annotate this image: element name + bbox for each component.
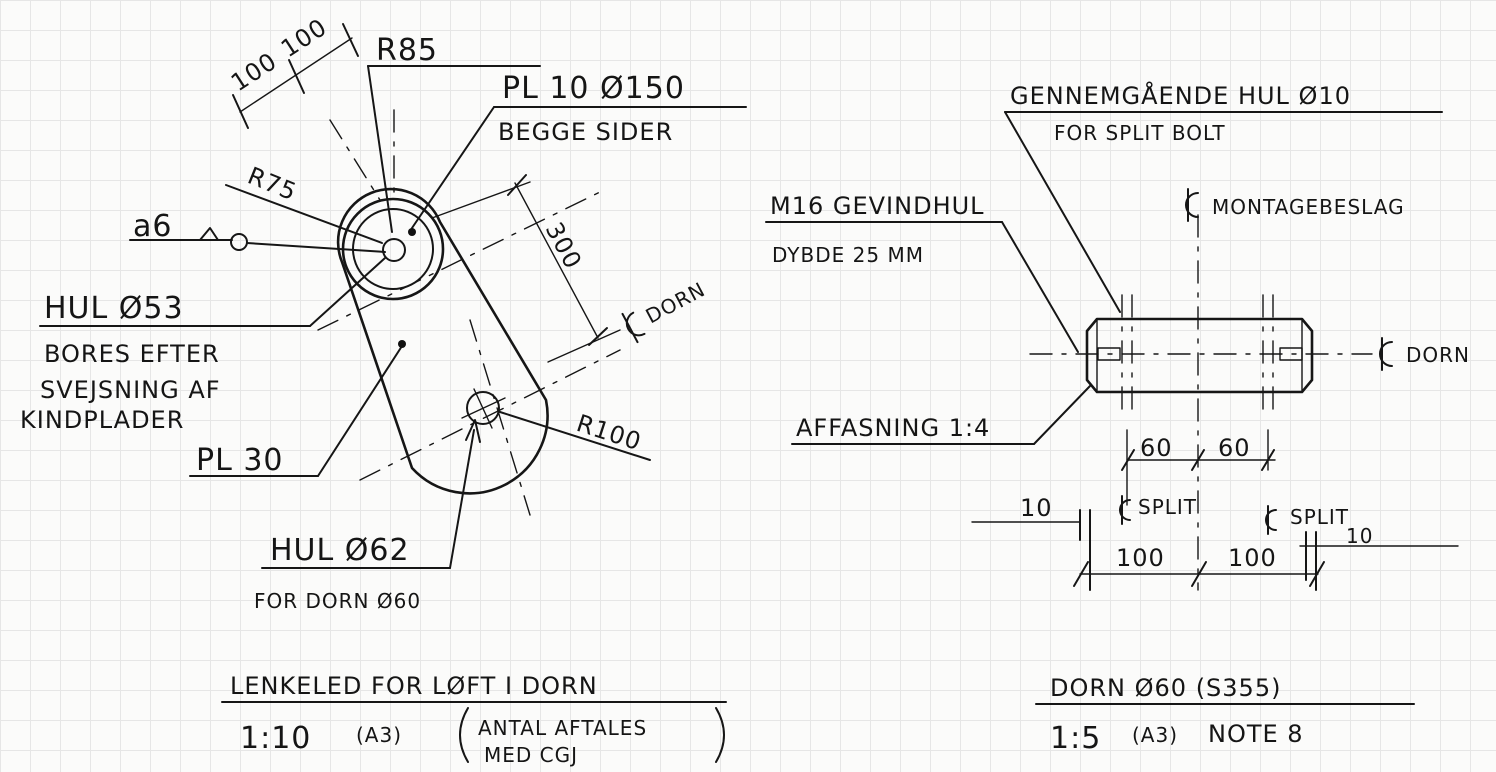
bores-line-3: KINDPLADER [20, 406, 184, 434]
right-scale: 1:5 [1050, 721, 1101, 756]
r85-label: R85 [376, 33, 438, 68]
r100-label: R100 [573, 409, 645, 456]
pin-outline [1085, 317, 1314, 394]
r85-leader [367, 65, 393, 233]
m16-leader [1001, 221, 1079, 353]
right-note: NOTE 8 [1208, 720, 1304, 748]
upper-hole [382, 238, 406, 262]
dim-100-right-a: 100 [1116, 544, 1165, 572]
dybde-label: DYBDE 25 MM [772, 243, 924, 267]
montage-label: MONTAGEBESLAG [1212, 195, 1405, 219]
radial-centerline [329, 119, 381, 201]
hul62-arrow [465, 419, 481, 443]
r100-leader [499, 411, 651, 461]
split-left-label: SPLIT [1138, 495, 1197, 519]
lower-vertical-centerline [469, 319, 531, 516]
threaded-hole-left [1097, 347, 1121, 361]
dim-300-line [514, 182, 599, 339]
right-title: DORN Ø60 (S355) [1050, 674, 1281, 702]
r75-leader [225, 184, 383, 244]
lower-hole-cross-b [473, 388, 493, 429]
for-dorn-label: FOR DORN Ø60 [254, 589, 421, 613]
dim-100-tick-a [232, 94, 249, 129]
weld-label: a6 [133, 209, 172, 244]
dim-100r-tick-c [1309, 561, 1325, 587]
dim-100r-tick-a [1073, 561, 1089, 587]
hul53-label: HUL Ø53 [44, 291, 184, 326]
begge-sider-label: BEGGE SIDER [498, 118, 673, 146]
lower-cross-centerline [359, 349, 621, 481]
threaded-hole-right [1279, 347, 1303, 361]
affas-leader [1033, 385, 1091, 445]
r75-label: R75 [244, 162, 301, 207]
weld-around-circle [230, 233, 248, 251]
m16-label: M16 GEVINDHUL [770, 192, 985, 220]
split-right-label: SPLIT [1290, 505, 1349, 529]
dim-100-tick-c [342, 23, 359, 57]
cl-dorn-label: DORN [642, 277, 710, 328]
cross-centerline [317, 191, 601, 331]
bores-line-2: SVEJSNING AF [40, 376, 221, 404]
gennem-leader [1004, 111, 1121, 313]
dim-100-b: 100 [276, 13, 332, 63]
dim-60-tick-a [1121, 449, 1135, 471]
left-title: LENKELED FOR LØFT I DORN [230, 672, 598, 700]
gennem-sub-label: FOR SPLIT BOLT [1054, 121, 1226, 145]
left-note-1: ANTAL AFTALES [478, 716, 647, 740]
weld-leader [246, 242, 386, 253]
lower-hole [466, 391, 500, 425]
dim-300-label: 300 [540, 218, 588, 274]
left-scale: 1:10 [240, 721, 311, 756]
left-note-paren-open [459, 707, 469, 763]
upper-boss-outer [341, 197, 445, 301]
pl10-leader [411, 106, 495, 229]
pl10-label: PL 10 Ø150 [502, 71, 685, 106]
affas-label: AFFASNING 1:4 [796, 414, 990, 442]
pl30-leader-dot [398, 340, 406, 348]
cl-dorn-line [547, 329, 621, 363]
right-sheet: (A3) [1132, 723, 1178, 747]
left-sheet: (A3) [356, 723, 402, 747]
bores-line-1: BORES EFTER [44, 340, 220, 368]
cl-split-left-symbol [1119, 495, 1131, 525]
dim-100-tick-b [288, 59, 305, 94]
hul53-leader [309, 257, 386, 327]
dim-10-left: 10 [1020, 494, 1053, 522]
gennem-label: GENNEMGÅENDE HUL Ø10 [1010, 81, 1351, 110]
dim-100r-tick-b [1191, 561, 1207, 587]
weld-triangle [199, 227, 219, 241]
cl-dorn-symbol: DORN [621, 277, 710, 344]
pl30-label: PL 30 [196, 443, 284, 478]
dim-60-a: 60 [1140, 434, 1173, 462]
hul62-label: HUL Ø62 [270, 533, 410, 568]
left-note-2: MED CGJ [484, 743, 578, 767]
cl-split-right-symbol [1265, 505, 1277, 535]
dim-300-tick-a [507, 174, 527, 196]
link-plate-outline [336, 187, 549, 495]
hul62-leader [449, 429, 475, 569]
cl-dorn-right-label: DORN [1406, 343, 1470, 367]
dim-60-b: 60 [1218, 434, 1251, 462]
dim-60-tick-b [1191, 449, 1205, 471]
dim-10-right: 10 [1346, 524, 1373, 548]
pl10-leader-dot [408, 228, 416, 236]
left-note-paren-close [715, 707, 725, 763]
cl-montage-symbol [1185, 188, 1199, 222]
dorn-view: GENNEMGÅENDE HUL Ø10 FOR SPLIT BOLT MONT… [765, 81, 1470, 756]
link-plate-view: 100 100 R85 PL 10 Ø150 BEGGE SIDER R75 a… [20, 13, 747, 767]
dim-100-right-b: 100 [1228, 544, 1277, 572]
cl-dorn-right-symbol [1379, 337, 1393, 371]
pl30-leader [317, 345, 403, 477]
